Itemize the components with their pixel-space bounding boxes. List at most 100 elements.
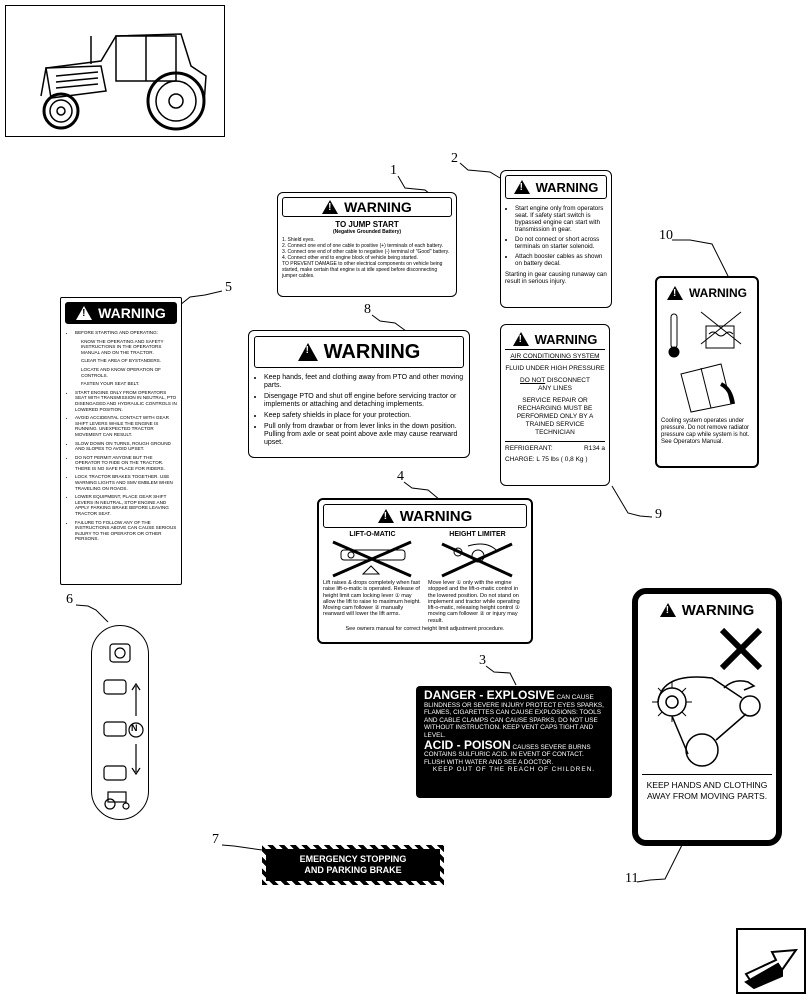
decal-jump-start: WARNING TO JUMP START (Negative Grounded…: [277, 192, 457, 297]
callout-2: 2: [451, 151, 458, 166]
decal-header-text: WARNING: [344, 199, 412, 215]
ac-line4: ANY LINES: [538, 385, 572, 392]
jump-start-line: 3. Connect one end of other cable to neg…: [282, 249, 450, 255]
lift-right-text: Move lever ① only with the engine stoppe…: [428, 580, 520, 624]
callout-11: 11: [625, 871, 639, 886]
emergency-brake-line1: EMERGENCY STOPPING: [299, 854, 407, 864]
start-engine-note: Starting in gear causing runaway can res…: [505, 271, 607, 285]
callout-10: 10: [659, 228, 673, 243]
jump-start-line: 1. Shield eyes.: [282, 237, 315, 243]
callout-7: 7: [212, 832, 219, 847]
decal-air-conditioning: WARNING AIR CONDITIONING SYSTEM FLUID UN…: [500, 324, 610, 486]
decal-cooling-header: WARNING: [661, 282, 753, 304]
callout-4: 4: [397, 469, 404, 484]
operating-item: AVOID ACCIDENTAL CONTACT WITH GEAR SHIFT…: [75, 415, 177, 437]
danger-explosive-title: DANGER - EXPLOSIVE: [424, 688, 555, 702]
warning-triangle-icon: [667, 286, 683, 300]
warning-triangle-icon: [512, 332, 529, 346]
operating-item: SLOW DOWN ON TURNS, ROUGH GROUND AND SLO…: [75, 441, 177, 452]
ac-line2: FLUID UNDER HIGH PRESSURE: [505, 365, 605, 372]
lift-footer: See owners manual for correct height lim…: [345, 626, 505, 633]
decal-header-text: WARNING: [689, 286, 747, 300]
decal-emergency-brake: EMERGENCY STOPPING AND PARKING BRAKE: [262, 845, 444, 885]
warning-triangle-icon: [659, 603, 676, 617]
ac-disconnect: DISCONNECT: [545, 377, 590, 384]
decal-operating-header: WARNING: [65, 302, 177, 324]
operating-item: START ENGINE ONLY FROM OPERATORS SEAT WI…: [75, 390, 177, 412]
decal-header-text: WARNING: [534, 331, 598, 347]
callout-9: 9: [655, 507, 662, 522]
operating-item: FAILURE TO FOLLOW ANY OF THE INSTRUCTION…: [75, 520, 177, 542]
jump-start-line: 2. Connect one end of one cable to posit…: [282, 243, 443, 249]
decal-cooling-system: WARNING Cooling system operates under pr…: [655, 276, 759, 468]
callout-3: 3: [479, 653, 486, 668]
acid-poison-title: ACID - POISON: [424, 737, 511, 752]
decal-moving-parts: WARNING KEEP HANDS AND CLOTHING AWAY FRO…: [632, 588, 782, 846]
start-engine-item: Attach booster cables as shown on batter…: [515, 253, 607, 267]
shift-pattern-icon: [103, 643, 144, 810]
decal-lift-header: WARNING: [323, 504, 527, 528]
decal-shift-pictogram: N: [91, 625, 149, 820]
callout-6: 6: [66, 592, 73, 607]
jump-start-title: TO JUMP START: [335, 220, 399, 229]
danger-explosive-text: CAN CAUSE BLINDNESS OR SEVERE INJURY PRO…: [424, 694, 604, 739]
callout-5: 5: [225, 280, 232, 295]
cooling-text: Cooling system operates under pressure. …: [661, 418, 750, 445]
decal-lift-o-matic: WARNING LIFT-O-MATIC Lift raises & drops…: [317, 498, 533, 644]
belt-hand-crossed-icon: [652, 627, 763, 767]
decal-start-engine: WARNING Start engine only from operators…: [500, 170, 612, 308]
lift-right-title: HEIGHT LIMITER: [449, 531, 506, 538]
moving-parts-text: KEEP HANDS AND CLOTHING AWAY FROM MOVING…: [642, 774, 772, 801]
start-engine-item: Do not connect or short across terminals…: [515, 236, 607, 250]
keep-out-text: KEEP OUT OF THE REACH OF CHILDREN.: [432, 766, 596, 774]
decal-header-text: WARNING: [98, 305, 166, 321]
operating-item: BEFORE STARTING AND OPERATING:: [75, 330, 177, 336]
decal-header-text: WARNING: [535, 179, 599, 195]
ac-refrigerant-label: REFRIGERANT:: [505, 445, 553, 452]
decal-header-text: WARNING: [399, 507, 473, 525]
operating-item: LOCATE AND KNOW OPERATION OF CONTROLS.: [81, 366, 161, 378]
operating-item: LOCK TRACTOR BRAKES TOGETHER. USE WARNIN…: [75, 474, 177, 491]
warning-triangle-icon: [76, 306, 93, 320]
lift-o-matic-crossed-icon: [332, 540, 412, 578]
neutral-label: N: [131, 723, 138, 733]
ac-refrigerant-value: R134 a: [584, 445, 605, 452]
emergency-brake-line2: AND PARKING BRAKE: [304, 865, 402, 875]
callout-8: 8: [364, 302, 371, 317]
warning-triangle-icon: [297, 343, 318, 361]
callout-1: 1: [390, 163, 397, 178]
operating-item: KNOW THE OPERATING AND SAFETY INSTRUCTIO…: [81, 338, 164, 355]
decal-operating-warning: WARNING BEFORE STARTING AND OPERATING: K…: [60, 297, 182, 585]
decal-start-engine-header: WARNING: [505, 175, 607, 199]
jump-start-subtitle: (Negative Grounded Battery): [332, 229, 402, 235]
decal-moving-header: WARNING: [642, 598, 772, 622]
decal-jump-start-header: WARNING: [282, 197, 452, 217]
jump-start-line: 4. Connect other end to engine block of …: [282, 255, 418, 261]
pto-item: Disengage PTO and shut off engine before…: [264, 393, 464, 409]
ac-line5: SERVICE REPAIR OR RECHARGING MUST BE PER…: [516, 397, 594, 436]
lift-left-text: Lift raises & drops completely when fast…: [323, 580, 421, 618]
next-page-button[interactable]: [736, 928, 806, 994]
pto-item: Keep hands, feet and clothing away from …: [264, 374, 464, 390]
next-arrow-icon: [744, 948, 799, 990]
warning-triangle-icon: [377, 509, 394, 523]
pto-item: Keep safety shields in place for your pr…: [264, 412, 464, 420]
ac-do-not: DO NOT: [520, 377, 546, 384]
operating-item: DO NOT PERMIT ANYONE BUT THE OPERATOR TO…: [75, 455, 177, 472]
ac-charge: CHARGE: L 75 lbs ( 0,8 Kg ): [505, 456, 588, 463]
decal-header-text: WARNING: [323, 340, 421, 363]
radiator-hot-icon: [668, 311, 742, 413]
decal-ac-header: WARNING: [505, 329, 605, 349]
tractor-illustration: [40, 33, 207, 131]
decal-pto-header: WARNING: [254, 336, 464, 368]
lift-left-title: LIFT-O-MATIC: [349, 531, 396, 538]
acid-poison-text: CAUSES SEVERE BURNS CONTAINS SULFURIC AC…: [424, 743, 591, 766]
operating-item: FASTEN YOUR SEAT BELT.: [81, 381, 140, 387]
tractor-thumbnail-frame: [5, 5, 225, 137]
ac-line1: AIR CONDITIONING SYSTEM: [510, 353, 600, 360]
start-engine-item: Start engine only from operators seat. I…: [515, 205, 607, 233]
operating-item: CLEAR THE AREA OF BYSTANDERS.: [81, 358, 161, 364]
jump-start-line: TO PREVENT DAMAGE to other electrical co…: [282, 261, 443, 279]
warning-triangle-icon: [513, 180, 530, 194]
